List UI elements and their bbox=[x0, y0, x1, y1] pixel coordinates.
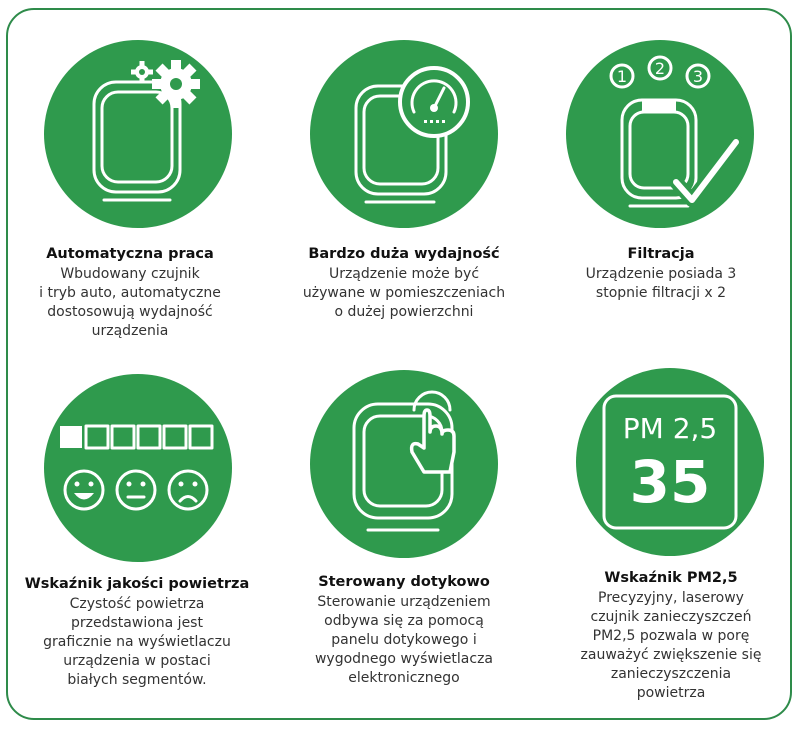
filter-stage-2: 2 bbox=[655, 59, 665, 78]
feature-title: Sterowany dotykowo bbox=[318, 574, 490, 590]
feature-title: Wskaźnik jakości powietrza bbox=[24, 576, 250, 592]
filter-stage-1: 1 bbox=[617, 67, 627, 86]
feature-description: Sterowanie urządzeniem odbywa się za pom… bbox=[314, 594, 494, 686]
touch-control-icon bbox=[310, 370, 498, 558]
feature-description: Urządzenie posiada 3 stopnie filtracji x… bbox=[585, 266, 737, 301]
feature-performance: Bardzo duża wydajność Urządzenie może by… bbox=[279, 244, 529, 322]
feature-description: Wbudowany czujnik i tryb auto, automatyc… bbox=[39, 266, 221, 339]
feature-title: Wskaźnik PM2,5 bbox=[604, 570, 738, 586]
high-performance-icon bbox=[310, 40, 498, 228]
automatic-mode-icon bbox=[44, 40, 232, 228]
feature-title: Filtracja bbox=[627, 246, 695, 262]
feature-description: Precyzyjny, laserowy czujnik zanieczyszc… bbox=[580, 590, 762, 701]
feature-air-quality: Wskaźnik jakości powietrza Czystość powi… bbox=[12, 574, 262, 690]
feature-pm25: Wskaźnik PM2,5 Precyzyjny, laserowy czuj… bbox=[546, 568, 796, 703]
pm-display-label: PM 2,5 bbox=[623, 412, 717, 445]
filter-stage-3: 3 bbox=[693, 67, 703, 86]
feature-automatic: Automatyczna praca Wbudowany czujnik i t… bbox=[5, 244, 255, 341]
air-quality-icon bbox=[44, 374, 232, 562]
pm25-indicator-icon: PM 2,5 35 bbox=[576, 368, 764, 556]
feature-title: Automatyczna praca bbox=[46, 246, 214, 262]
feature-description: Czystość powietrza przedstawiona jest gr… bbox=[43, 596, 231, 688]
feature-touch-control: Sterowany dotykowo Sterowanie urządzenie… bbox=[279, 572, 529, 688]
feature-filtration: Filtracja Urządzenie posiada 3 stopnie f… bbox=[536, 244, 786, 303]
pm-display-value: 35 bbox=[630, 448, 711, 516]
filtration-icon: 1 2 3 bbox=[566, 40, 754, 228]
content-frame bbox=[6, 8, 792, 720]
feature-description: Urządzenie może być używane w pomieszcze… bbox=[302, 266, 506, 320]
feature-title: Bardzo duża wydajność bbox=[308, 246, 500, 262]
